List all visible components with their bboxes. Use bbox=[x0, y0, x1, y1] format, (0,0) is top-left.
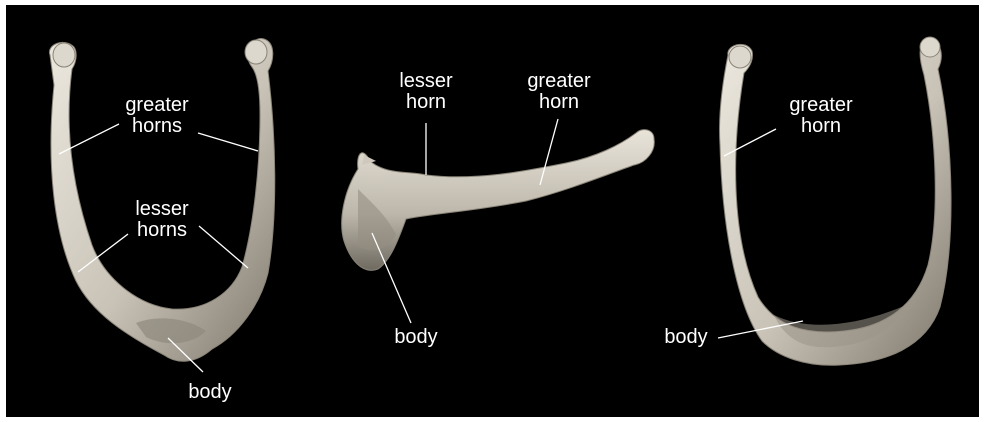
label-lesser-horn-lateral-line2: horn bbox=[386, 92, 466, 113]
label-greater-horn-lateral-line2: horn bbox=[514, 92, 604, 113]
greater-horn-right-tip bbox=[245, 40, 267, 64]
label-body-anterior-line1: body bbox=[180, 382, 240, 403]
superior-left-horn-tip bbox=[729, 46, 751, 68]
photo-panel: greater horns lesser horns body lesser h… bbox=[6, 5, 979, 417]
label-body-lateral: body bbox=[386, 327, 446, 348]
label-lesser-horn-lateral-line1: lesser bbox=[386, 71, 466, 92]
label-greater-horn-superior-line1: greater bbox=[776, 95, 866, 116]
hyoid-superior-view bbox=[719, 37, 951, 365]
label-greater-horns: greater horns bbox=[112, 95, 202, 137]
label-lesser-horns-line1: lesser bbox=[122, 199, 202, 220]
label-greater-horns-line1: greater bbox=[112, 95, 202, 116]
hyoid-lateral-view bbox=[342, 130, 655, 271]
leader-greater-horns-right bbox=[198, 133, 258, 151]
hyoid-superior-bone-shape bbox=[719, 41, 951, 365]
leader-lesser-horns-right bbox=[199, 226, 248, 268]
label-greater-horn-lateral-line1: greater bbox=[514, 71, 604, 92]
label-greater-horn-lateral: greater horn bbox=[514, 71, 604, 113]
label-body-lateral-line1: body bbox=[386, 327, 446, 348]
label-greater-horn-superior-line2: horn bbox=[776, 116, 866, 137]
label-body-superior: body bbox=[656, 327, 716, 348]
label-lesser-horns: lesser horns bbox=[122, 199, 202, 241]
label-body-anterior: body bbox=[180, 382, 240, 403]
label-body-superior-line1: body bbox=[656, 327, 716, 348]
greater-horn-left-tip bbox=[53, 43, 75, 67]
superior-right-horn-tip bbox=[920, 37, 940, 57]
label-greater-horn-superior: greater horn bbox=[776, 95, 866, 137]
label-lesser-horns-line2: horns bbox=[122, 220, 202, 241]
label-lesser-horn-lateral: lesser horn bbox=[386, 71, 466, 113]
label-greater-horns-line2: horns bbox=[112, 116, 202, 137]
hyoid-lateral-bone-shape bbox=[342, 130, 655, 271]
